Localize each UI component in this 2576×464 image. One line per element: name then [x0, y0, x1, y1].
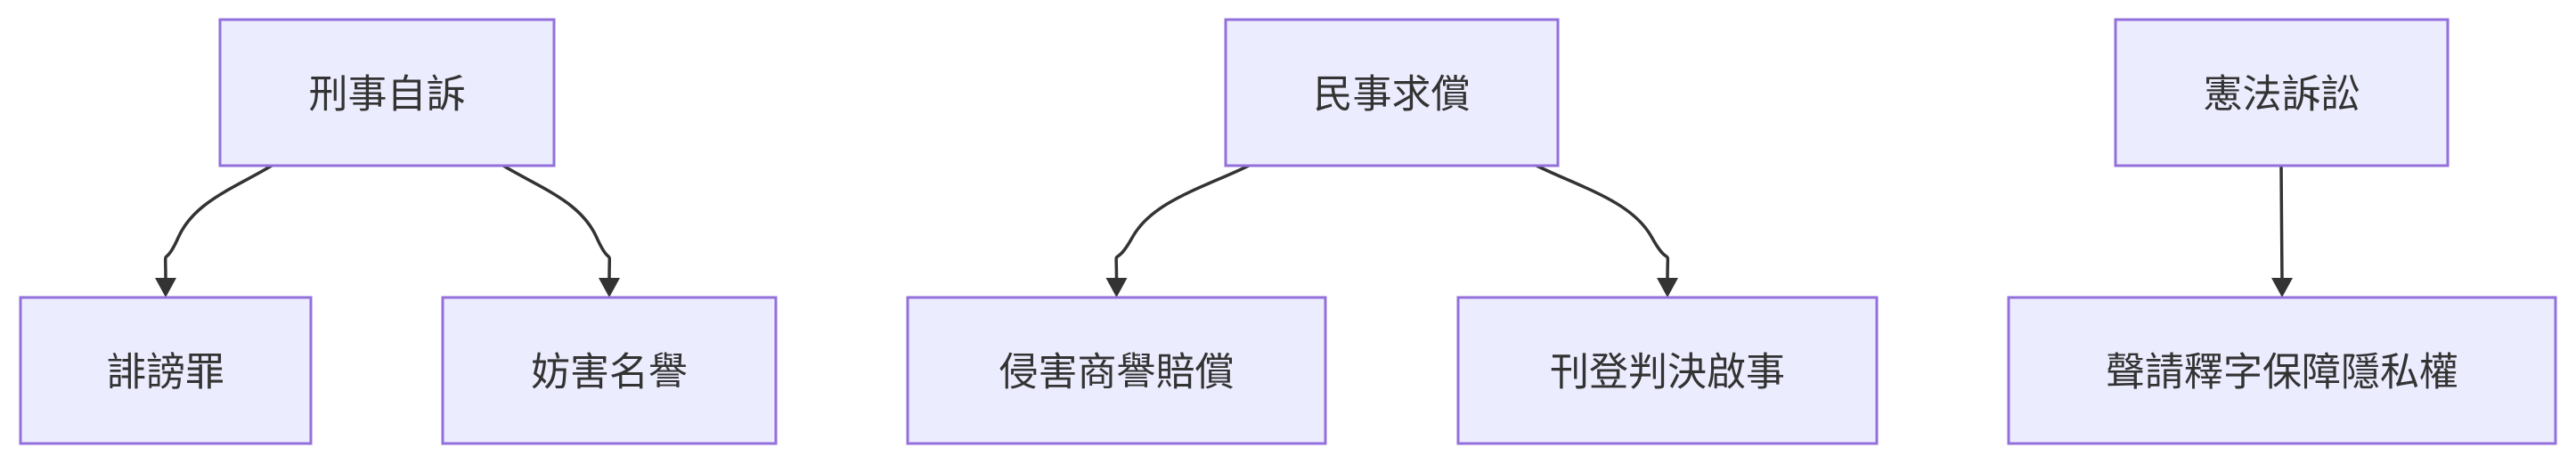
edges-layer: [155, 164, 2293, 297]
node-box-root: [1224, 18, 1560, 167]
edge-b-to-b2: [1536, 164, 1678, 297]
node-label: 民事求償: [1314, 72, 1471, 118]
node-label: 侵害商譽賠償: [999, 350, 1235, 395]
arrowhead-icon: [155, 278, 176, 297]
node-box-child: [19, 296, 313, 445]
node-b2: 刊登判決啟事: [1456, 296, 1879, 445]
node-label: 刊登判決啟事: [1550, 350, 1785, 395]
node-box-root: [218, 18, 556, 167]
edge-a-to-a1: [155, 164, 273, 297]
edge-line: [1114, 164, 1250, 281]
node-label: 誹謗罪: [107, 350, 224, 395]
edge-line: [502, 164, 612, 281]
arrowhead-icon: [1657, 278, 1678, 297]
node-box-child: [441, 296, 778, 445]
edge-c-to-c1: [2271, 165, 2293, 297]
arrowhead-icon: [1105, 278, 1128, 297]
node-a2: 妨害名譽: [441, 296, 778, 445]
node-label: 憲法訴訟: [2204, 72, 2360, 118]
node-label: 刑事自訴: [309, 72, 466, 118]
node-c: 憲法訴訟: [2114, 18, 2450, 167]
node-a1: 誹謗罪: [19, 296, 313, 445]
node-b: 民事求償: [1224, 18, 1560, 167]
node-a: 刑事自訴: [218, 18, 556, 167]
node-box-root: [2114, 18, 2450, 167]
edge-line: [2279, 165, 2284, 281]
node-box-child: [906, 296, 1327, 445]
node-b1: 侵害商譽賠償: [906, 296, 1327, 445]
edge-b-to-b1: [1105, 164, 1250, 297]
node-box-child: [1456, 296, 1879, 445]
edge-a-to-a2: [502, 164, 620, 297]
node-label: 妨害名譽: [531, 350, 688, 395]
node-label: 聲請釋字保障隱私權: [2106, 350, 2458, 395]
edge-line: [163, 164, 273, 281]
edge-line: [1536, 164, 1670, 281]
arrowhead-icon: [2271, 278, 2293, 297]
node-box-child: [2007, 296, 2557, 445]
arrowhead-icon: [599, 278, 620, 297]
node-c1: 聲請釋字保障隱私權: [2007, 296, 2557, 445]
